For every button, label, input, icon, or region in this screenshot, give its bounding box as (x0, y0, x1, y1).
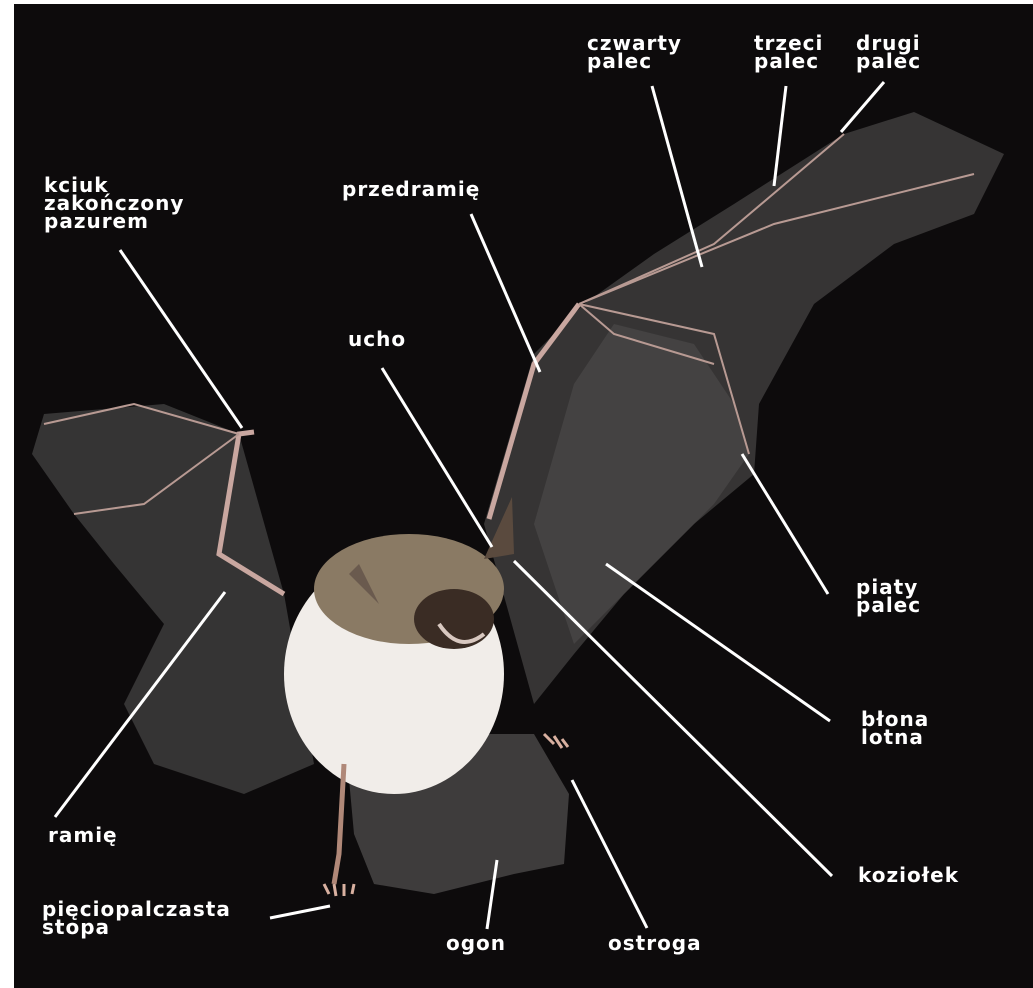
right-wing-membrane (484, 112, 1004, 704)
label-trzeci-palec: trzeci palec (754, 34, 823, 70)
label-ucho: ucho (348, 330, 406, 348)
leader-ucho (382, 368, 492, 547)
leader-stopa (270, 906, 330, 918)
label-blona-lotna: błona lotna (861, 710, 929, 746)
label-stopa: pięciopalczasta stopa (42, 900, 231, 936)
left-wing-membrane (32, 404, 314, 794)
label-koziolek: koziołek (858, 866, 959, 884)
bat-foot (324, 884, 354, 896)
leader-trzeci-palec (774, 86, 786, 186)
label-piaty-palec: piaty palec (856, 578, 921, 614)
label-ogon: ogon (446, 934, 506, 952)
leader-przedramie (471, 214, 540, 372)
leader-piaty-palec (742, 454, 828, 594)
bat-illustration (14, 4, 1033, 988)
leader-kciuk (120, 250, 242, 428)
label-ramie: ramię (48, 826, 118, 844)
bat-anatomy-diagram: czwarty palec trzeci palec drugi palec k… (14, 4, 1033, 988)
label-drugi-palec: drugi palec (856, 34, 921, 70)
bat-leg (334, 764, 344, 884)
bat-foot-right (544, 734, 568, 748)
label-przedramie: przedramię (342, 180, 480, 198)
leader-blona-lotna (606, 564, 830, 721)
label-czwarty-palec: czwarty palec (587, 34, 682, 70)
label-ostroga: ostroga (608, 934, 702, 952)
leader-ostroga (572, 780, 647, 928)
label-kciuk: kciuk zakończony pazurem (44, 176, 184, 230)
